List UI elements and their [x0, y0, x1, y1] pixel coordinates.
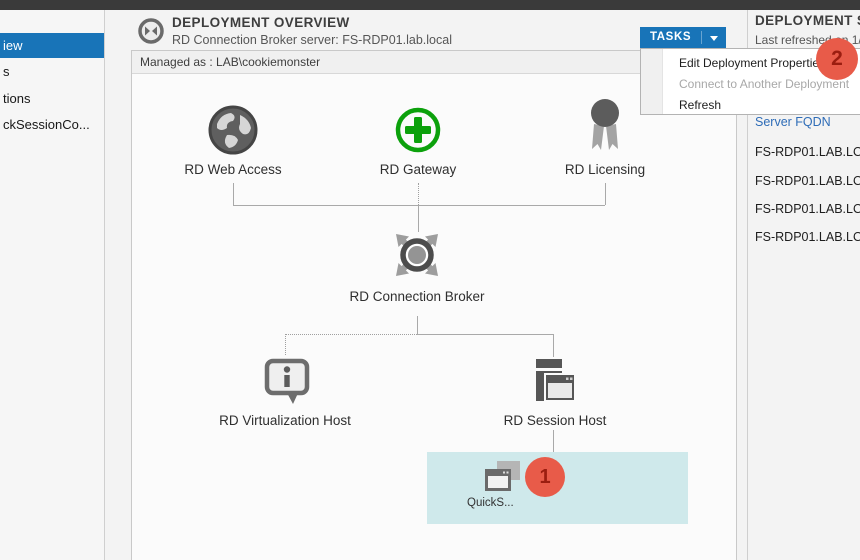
rd-connection-broker-node[interactable] — [393, 231, 441, 279]
page-title: DEPLOYMENT OVERVIEW — [172, 15, 350, 30]
sidebar: iew s tions ckSessionCo... — [0, 10, 104, 560]
sidebar-item-overview[interactable]: iew — [0, 33, 104, 58]
rd-licensing-label: RD Licensing — [515, 162, 695, 177]
deployment-servers-title: DEPLOYMENT SERVERS — [755, 13, 860, 28]
connector-line — [233, 183, 234, 205]
menu-item-edit-deployment-properties[interactable]: Edit Deployment Properties — [679, 53, 825, 73]
broker-expand-arrows-icon — [393, 231, 441, 279]
connector-line — [417, 334, 553, 335]
rd-session-host-label: RD Session Host — [465, 413, 645, 428]
sidebar-item-servers[interactable]: s — [0, 59, 104, 84]
rd-virtualization-host-node[interactable] — [261, 355, 313, 407]
add-role-plus-icon — [394, 106, 442, 154]
session-collection-icon — [484, 461, 524, 495]
connector-line-dotted — [418, 183, 419, 205]
connector-line — [233, 205, 605, 206]
sidebar-item-collections[interactable]: tions — [0, 86, 104, 111]
rd-session-host-node[interactable] — [528, 357, 578, 407]
rd-connection-broker-label: RD Connection Broker — [327, 289, 507, 304]
tasks-button-label: TASKS — [650, 27, 691, 48]
page-subtitle: RD Connection Broker server: FS-RDP01.la… — [172, 33, 452, 47]
rd-gateway-node[interactable] — [394, 106, 442, 154]
info-bubble-icon — [261, 355, 313, 407]
tasks-button[interactable]: TASKS — [640, 27, 726, 48]
ribbon-award-icon — [585, 98, 625, 154]
server-fqdn-column-header[interactable]: Server FQDN — [755, 115, 831, 129]
rd-virtualization-host-label: RD Virtualization Host — [195, 413, 375, 428]
collection-name-label: QuickS... — [467, 497, 557, 509]
annotation-badge-1: 1 — [525, 457, 565, 497]
menu-item-connect-to-another-deployment[interactable]: Connect to Another Deployment — [679, 74, 849, 94]
menu-icon-gutter — [641, 49, 663, 114]
tasks-separator — [701, 31, 702, 44]
rds-deployment-icon — [137, 17, 165, 45]
rd-licensing-node[interactable] — [585, 98, 625, 154]
rd-gateway-label: RD Gateway — [328, 162, 508, 177]
window-title-bar — [0, 0, 860, 10]
connector-line-dotted — [285, 334, 417, 335]
connector-line — [418, 205, 419, 232]
connector-line — [605, 183, 606, 205]
sidebar-item-quicksessioncollection[interactable]: ckSessionCo... — [0, 112, 104, 137]
chevron-down-icon — [710, 36, 718, 41]
annotation-badge-2: 2 — [816, 38, 858, 80]
server-row[interactable]: FS-RDP01.LAB.LOCAL — [755, 230, 860, 244]
connector-line — [553, 430, 554, 452]
server-row[interactable]: FS-RDP01.LAB.LOCAL — [755, 202, 860, 216]
connector-line — [553, 334, 554, 357]
globe-icon — [207, 104, 259, 156]
sidebar-divider — [104, 10, 105, 560]
connector-line-dotted — [285, 334, 286, 355]
server-row[interactable]: FS-RDP01.LAB.LOCAL — [755, 174, 860, 188]
menu-item-refresh[interactable]: Refresh — [679, 95, 721, 115]
server-window-icon — [528, 357, 578, 407]
rd-web-access-label: RD Web Access — [143, 162, 323, 177]
connector-line — [417, 316, 418, 334]
server-row[interactable]: FS-RDP01.LAB.LOCAL — [755, 145, 860, 159]
rd-web-access-node[interactable] — [207, 104, 259, 156]
